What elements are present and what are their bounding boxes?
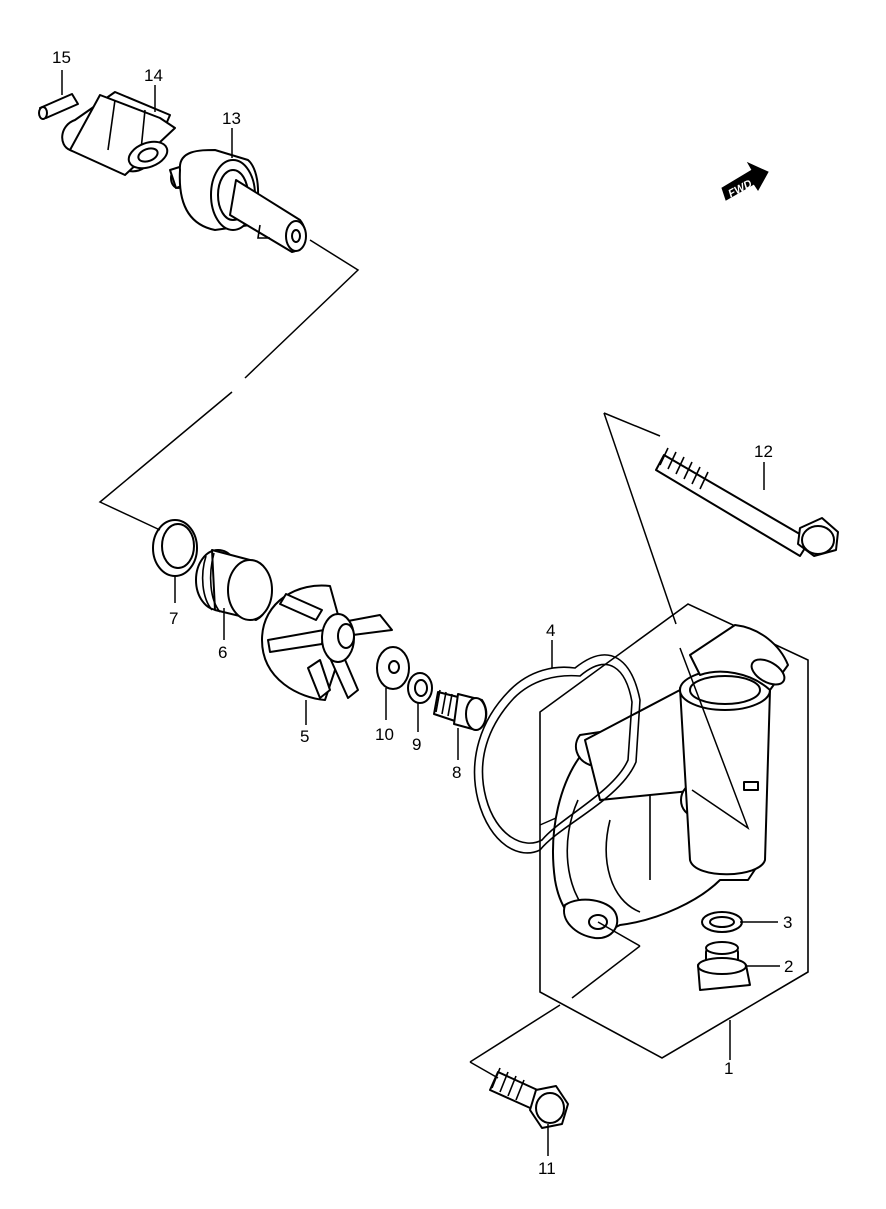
callout-11: 11 <box>538 1159 556 1178</box>
bolt-short <box>489 1067 569 1129</box>
callout-7: 7 <box>169 609 178 628</box>
washer-9 <box>407 672 433 704</box>
callout-2: 2 <box>784 957 793 976</box>
washer-10 <box>376 646 410 690</box>
assembly-frame-1 <box>539 603 809 1059</box>
o-ring-gasket <box>473 654 641 854</box>
callout-8: 8 <box>452 763 461 782</box>
callout-14: 14 <box>144 66 163 85</box>
callout-6: 6 <box>218 643 227 662</box>
pump-shaft <box>169 149 307 253</box>
fwd-direction-arrow: FWD <box>721 161 769 201</box>
leader-13-to-seal <box>244 239 360 379</box>
mechanical-seal <box>195 549 273 621</box>
callout-3: 3 <box>783 913 792 932</box>
callout-13: 13 <box>222 109 241 128</box>
impeller-bolt <box>433 689 488 731</box>
drain-bolt <box>697 941 751 991</box>
callout-9: 9 <box>412 735 421 754</box>
leader-12-to-case <box>603 412 677 625</box>
oil-seal <box>152 519 198 577</box>
bolt-long <box>655 447 839 557</box>
impeller <box>261 584 393 701</box>
callout-15: 15 <box>52 48 71 67</box>
pump-case <box>552 624 789 940</box>
callout-4: 4 <box>546 621 555 640</box>
callout-12: 12 <box>754 442 773 461</box>
drive-coupling <box>61 91 176 176</box>
drain-washer <box>701 911 743 933</box>
callout-10: 10 <box>375 725 394 744</box>
callout-5: 5 <box>300 727 309 746</box>
leader-11-to-case <box>469 1004 561 1063</box>
drive-pin <box>38 93 79 120</box>
fwd-label: FWD <box>726 178 754 200</box>
callout-1: 1 <box>724 1059 733 1078</box>
